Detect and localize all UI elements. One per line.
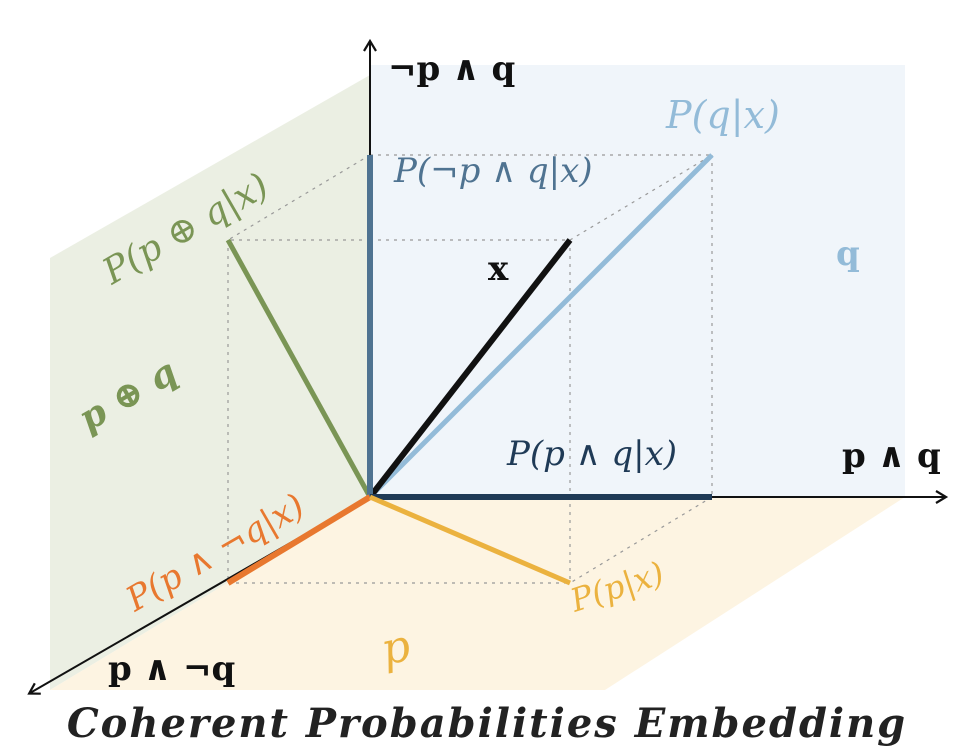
green-plane: [50, 75, 370, 690]
yellow-plane: [50, 497, 905, 690]
label-q: P(q|x): [665, 93, 780, 137]
vector-p-xor-q: [225, 238, 373, 499]
axis-label-down-left: p ∧ ¬q: [108, 649, 235, 689]
plane-label-q: q: [836, 234, 860, 274]
label-x: x: [488, 249, 509, 289]
axis-label-up: ¬p ∧ q: [388, 49, 515, 89]
caption: Coherent Probabilities Embedding: [66, 700, 908, 747]
blue-plane: [370, 65, 905, 497]
vector-p: [369, 494, 571, 586]
label-not-p-and-q: P(¬p ∧ q|x): [393, 151, 593, 191]
label-p-and-q: P(p ∧ q|x): [506, 434, 677, 474]
vector-p-and-not-q: [226, 494, 372, 586]
vector-q: [368, 153, 714, 499]
axis-label-right: p ∧ q: [842, 436, 941, 476]
probability-embedding-diagram: ¬p ∧ q p ∧ q p ∧ ¬q p ⊕ q q p x P(p ⊕ q|…: [27, 38, 949, 695]
vector-x: [367, 238, 573, 499]
